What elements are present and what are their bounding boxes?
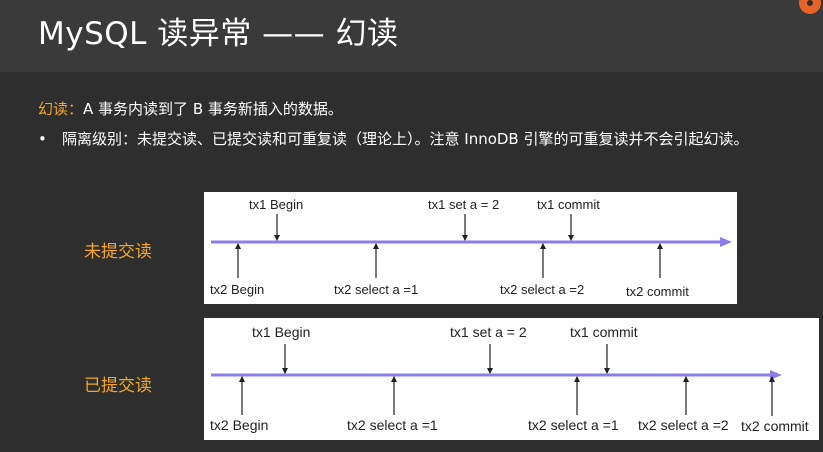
bottom-event: tx2 select a =2 xyxy=(500,243,584,297)
top-event-label: tx1 set a = 2 xyxy=(450,324,527,340)
top-event: tx1 Begin xyxy=(249,197,303,241)
slide-title: MySQL 读异常 —— 幻读 xyxy=(38,16,399,52)
logo-icon xyxy=(799,0,821,14)
diagram-2-timeline: tx1 Begin tx1 set a = 2 tx1 commit tx2 B… xyxy=(210,324,809,434)
bottom-event: tx2 commit xyxy=(626,243,689,299)
top-event-label: tx1 Begin xyxy=(252,324,310,340)
definition-label: 幻读： xyxy=(38,100,84,118)
top-event: tx1 commit xyxy=(570,324,638,374)
top-event-label: tx1 Begin xyxy=(249,197,303,212)
bottom-event-label: tx2 Begin xyxy=(210,417,268,433)
definition-line: 幻读：A 事务内读到了 B 事务新插入的数据。 xyxy=(38,98,343,119)
diagram-1-panel: tx1 Begin tx1 set a = 2 tx1 commit tx2 B… xyxy=(204,192,737,304)
bottom-event: tx2 select a =1 xyxy=(334,243,418,297)
diagram-1-label: 未提交读 xyxy=(84,242,152,262)
diagram-2-label: 已提交读 xyxy=(84,376,152,396)
top-event-label: tx1 set a = 2 xyxy=(428,197,499,212)
bottom-event: tx2 select a =1 xyxy=(528,376,619,433)
header-bar xyxy=(0,0,823,72)
bullet-marker: • xyxy=(38,130,47,148)
bottom-event-label: tx2 select a =1 xyxy=(334,282,418,297)
timeline-arrowhead xyxy=(770,370,782,380)
top-event: tx1 commit xyxy=(537,197,600,241)
bottom-event-label: tx2 Begin xyxy=(210,282,264,297)
top-event-label: tx1 commit xyxy=(537,197,600,212)
top-event: tx1 set a = 2 xyxy=(450,324,527,374)
bullet-text: 隔离级别：未提交读、已提交读和可重复读（理论上）。注意 InnoDB 引擎的可重… xyxy=(62,130,749,148)
top-event-label: tx1 commit xyxy=(570,324,638,340)
diagram-2-panel: tx1 Begin tx1 set a = 2 tx1 commit tx2 B… xyxy=(204,318,819,440)
bottom-event: tx2 Begin xyxy=(210,243,264,297)
bottom-event: tx2 select a =2 xyxy=(638,376,729,433)
bottom-event: tx2 commit xyxy=(741,376,809,434)
bottom-event-label: tx2 select a =1 xyxy=(347,417,438,433)
bottom-event-label: tx2 select a =1 xyxy=(528,417,619,433)
bottom-event: tx2 Begin xyxy=(210,376,268,433)
bottom-event-label: tx2 select a =2 xyxy=(500,282,584,297)
timeline-arrowhead xyxy=(720,237,732,247)
bottom-event-label: tx2 select a =2 xyxy=(638,417,729,433)
bottom-event: tx2 select a =1 xyxy=(347,376,438,433)
top-event: tx1 Begin xyxy=(252,324,310,374)
definition-text: A 事务内读到了 B 事务新插入的数据。 xyxy=(83,100,343,118)
bottom-event-label: tx2 commit xyxy=(741,418,809,434)
top-event: tx1 set a = 2 xyxy=(428,197,499,241)
diagram-1-timeline: tx1 Begin tx1 set a = 2 tx1 commit tx2 B… xyxy=(210,197,732,299)
bottom-event-label: tx2 commit xyxy=(626,284,689,299)
